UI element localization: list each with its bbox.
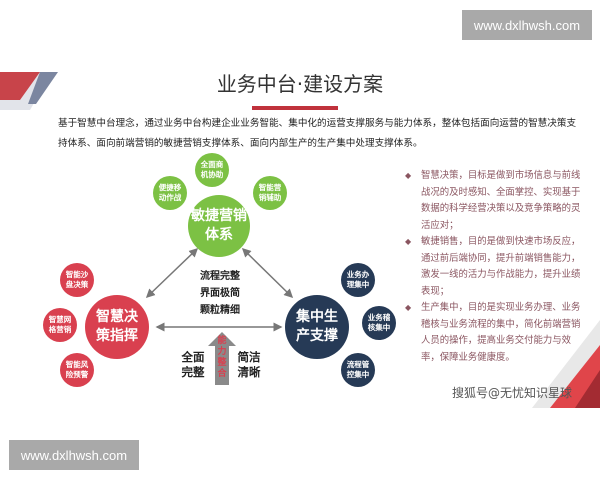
circle-green-sub: 便捷移动作战 — [153, 176, 187, 210]
circle-red-sub: 智能沙盘决策 — [60, 263, 94, 297]
watermark-bottom: www.dxlhwsh.com — [9, 440, 139, 470]
source-credit: 搜狐号@无忧知识星球 — [452, 386, 573, 400]
circle-red-sub: 智慧网格营销 — [43, 308, 77, 342]
center-text: 界面极简 — [200, 288, 240, 299]
right-label: 简洁清晰 — [237, 350, 261, 379]
up-arrow — [208, 332, 236, 385]
circle-smart-decision: 智慧决策指挥 — [85, 295, 149, 359]
arrow-green-navy — [241, 247, 294, 299]
watermark-top: www.dxlhwsh.com — [462, 10, 592, 40]
title-underline — [252, 106, 338, 110]
bullet-item: 生产集中，目的是实现业务办理、业务稽核与业务流程的集中，简化前端营销人员的操作，… — [405, 300, 585, 366]
center-text: 颗粒精细 — [200, 305, 240, 316]
center-text: 流程完整 — [200, 271, 240, 282]
circle-agile-marketing: 敏捷营销体系 — [188, 195, 250, 257]
bullet-item: 智慧决策，目标是做到市场信息与前线战况的及时感知、全面掌控、实现基于数据的科学经… — [405, 168, 585, 234]
arrow-red-green — [145, 247, 199, 299]
arrow-label: 能力整合 — [217, 336, 227, 379]
bullet-list: 智慧决策，目标是做到市场信息与前线战况的及时感知、全面掌控、实现基于数据的科学经… — [405, 168, 585, 366]
corner-decoration-br-dark — [575, 370, 600, 408]
intro-paragraph: 基于智慧中台理念，通过业务中台构建企业业务智能、集中化的运营支撑服务与能力体系，… — [58, 118, 577, 149]
circle-navy-sub: 业务稽核集中 — [362, 306, 396, 340]
corner-decoration-blue — [28, 72, 58, 104]
circle-navy-sub: 流程管控集中 — [341, 353, 375, 387]
page-title: 业务中台·建设方案 — [216, 72, 384, 96]
corner-decoration-red — [0, 72, 40, 100]
bullet-item: 敏捷销售，目的是做到快速市场反应，通过前后端协同，提升前端销售能力，激发一线的活… — [405, 234, 585, 300]
circle-red-sub: 智能风险预警 — [60, 353, 94, 387]
left-label: 全面完整 — [181, 350, 205, 379]
circle-navy-sub: 业务办理集中 — [341, 263, 375, 297]
circle-green-sub: 智能营销辅助 — [253, 176, 287, 210]
circle-centralized-production: 集中生产支撑 — [285, 295, 349, 359]
circle-green-sub: 全面商机协助 — [195, 153, 229, 187]
